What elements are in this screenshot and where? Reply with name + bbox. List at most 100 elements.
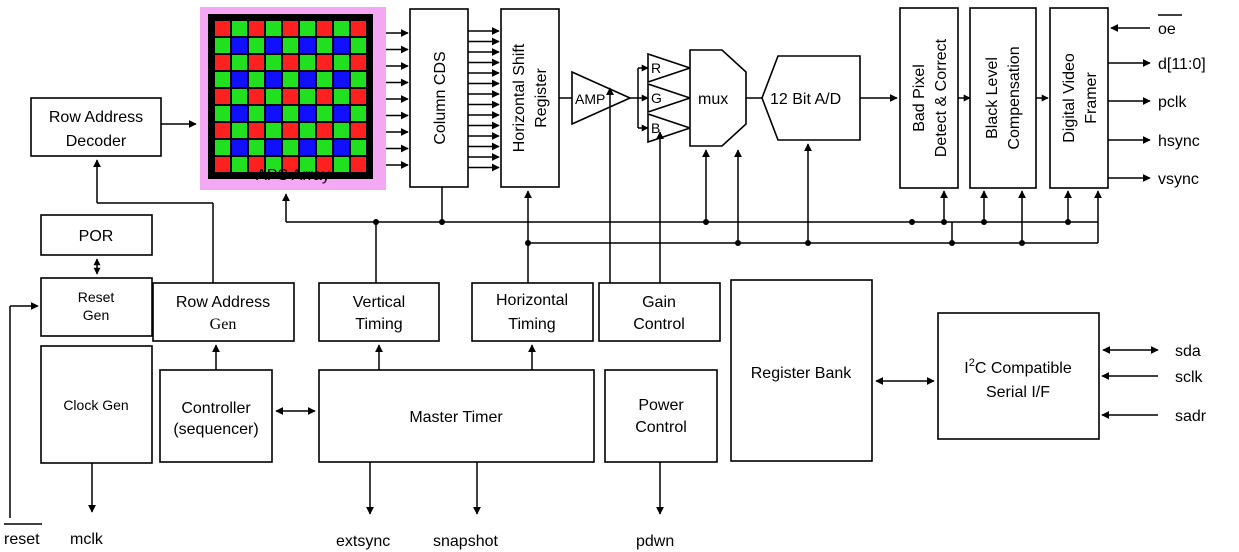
video-framer-label-1: Digital Video [1061,53,1078,143]
aps-array-block: APS Array [200,7,386,190]
i2c-label: I2C Compatible [964,357,1072,377]
snapshot-pin: snapshot [433,533,498,550]
channel-r-amp: R [647,52,693,84]
vertical-timing-label-2: Timing [355,316,402,333]
aps-pixel [283,157,298,172]
channel-b-label: B [651,120,660,136]
aps-pixel [334,123,349,138]
aps-pixel [317,106,332,121]
horizontal-timing-label-2: Timing [508,316,555,333]
gain-control-label-1: Gain [642,294,676,311]
controller-label-2: (sequencer) [173,421,258,438]
aps-pixel [317,140,332,155]
pdwn-pin: pdwn [636,533,674,550]
video-framer-label-2: Framer [1083,72,1100,124]
aps-pixel [334,55,349,70]
sclk-pin: sclk [1175,369,1204,386]
aps-pixel [317,72,332,87]
aps-pixel [317,123,332,138]
aps-pixel [351,72,366,87]
aps-pixel [266,21,281,36]
aps-pixel [283,38,298,53]
row-address-gen-label-1: Row Address [176,294,270,311]
aps-pixel [232,38,247,53]
sda-pin: sda [1175,343,1201,360]
aps-pixel [215,123,230,138]
framer-pins: oe d[11:0] pclk hsync vsync [1108,14,1206,188]
adc-block: 12 Bit A/D [761,55,861,141]
reset-pin: reset [4,531,40,548]
aps-pixel [249,106,264,121]
aps-to-cds-arrows [386,29,409,169]
bad-pixel-block: Bad Pixel Detect & Correct [899,7,959,189]
aps-pixel [232,72,247,87]
aps-pixel [215,140,230,155]
aps-pixel [249,157,264,172]
channel-b-amp: B [647,112,693,144]
aps-pixel [351,38,366,53]
aps-pixel [283,21,298,36]
black-level-label-2: Compensation [1006,46,1023,149]
aps-pixel [232,55,247,70]
aps-pixel [232,140,247,155]
gain-control-label-2: Control [633,316,685,333]
serial-if-label: Serial I/F [986,384,1050,401]
aps-pixel [351,140,366,155]
aps-pixel [300,89,315,104]
master-timer-block: Master Timer [318,369,595,463]
aps-pixel [249,21,264,36]
aps-pixel [300,55,315,70]
aps-pixel [300,72,315,87]
i2c-pins: sda sclk sadr [1101,343,1207,425]
row-address-decoder-label-1: Row Address [49,109,143,126]
aps-pixel [351,106,366,121]
por-block: POR [40,214,153,256]
aps-pixel [300,38,315,53]
aps-pixel [283,89,298,104]
aps-pixel-grid [208,14,373,179]
horizontal-shift-register-block: Horizontal Shift Register [500,8,560,188]
aps-pixel [334,157,349,172]
mux-label: mux [698,91,728,108]
aps-pixel [334,72,349,87]
aps-pixel [283,55,298,70]
aps-pixel [300,140,315,155]
aps-pixel [283,106,298,121]
horizontal-timing-label-1: Horizontal [496,292,568,309]
controller-label-1: Controller [181,400,251,417]
aps-pixel [334,21,349,36]
aps-pixel [283,72,298,87]
aps-pixel [266,72,281,87]
aps-pixel [334,140,349,155]
amp-block: AMP [571,70,632,126]
vertical-timing-block: Vertical Timing [318,282,440,342]
aps-pixel [266,89,281,104]
bottom-pins: reset mclk extsync snapshot pdwn [4,523,674,550]
black-level-label-1: Black Level [984,57,1001,139]
row-address-decoder-label-2: Decoder [66,133,127,150]
aps-pixel [300,157,315,172]
i2c-block: I2C Compatible Serial I/F [937,312,1100,440]
adc-label: 12 Bit A/D [770,91,841,108]
aps-pixel [317,21,332,36]
sadr-pin: sadr [1175,408,1207,425]
por-label: POR [79,228,114,245]
controller-block: Controller (sequencer) [159,369,273,463]
master-timer-label: Master Timer [409,409,503,426]
aps-pixel [249,72,264,87]
aps-pixel [266,55,281,70]
aps-pixel [215,106,230,121]
column-cds-block: Column CDS [409,8,469,188]
aps-pixel [317,89,332,104]
clock-gen-block: Clock Gen [40,345,153,464]
row-address-decoder-block: Row Address Decoder [30,97,162,157]
aps-pixel [215,38,230,53]
row-address-gen-block: Row Address Gen [152,282,295,342]
power-control-label-2: Control [635,419,687,436]
aps-pixel [283,140,298,155]
bad-pixel-label-2: Detect & Correct [933,38,950,157]
aps-pixel [334,89,349,104]
aps-pixel [351,123,366,138]
vsync-pin: vsync [1158,171,1199,188]
aps-pixel [249,123,264,138]
